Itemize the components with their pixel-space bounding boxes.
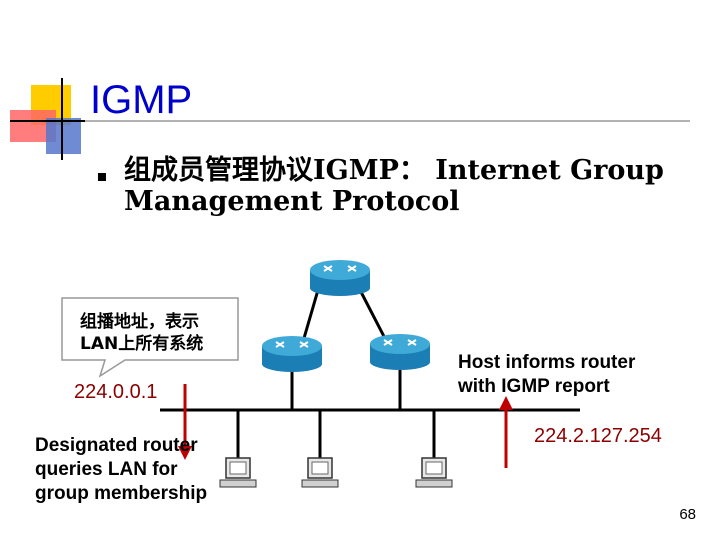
dr-note-line1: Designated router xyxy=(35,435,198,456)
host-computer-3-icon xyxy=(415,457,453,488)
callout-line1: 组播地址，表示 xyxy=(80,312,199,332)
multicast-address-all-systems: 224.0.0.1 xyxy=(74,381,158,403)
host-note-line2: with IGMP report xyxy=(458,376,610,397)
callout-line2: LAN上所有系统 xyxy=(80,334,204,354)
designated-router-note: Designated router queries LAN for group … xyxy=(35,434,207,506)
bullet-text-line2: Management Protocol xyxy=(124,186,460,217)
host-report-note: Host informs router with IGMP report xyxy=(458,351,635,399)
network-diagram xyxy=(61,260,580,488)
slide-title: IGMP xyxy=(90,78,193,122)
multicast-group-address: 224.2.127.254 xyxy=(534,425,662,447)
bullet-text: 组成员管理协议IGMP： Internet Group Management P… xyxy=(124,155,684,217)
query-arrow-down xyxy=(178,384,192,460)
callout-text: 组播地址，表示 LAN上所有系统 xyxy=(80,311,230,355)
router-right-icon xyxy=(370,334,430,370)
router-left-icon xyxy=(262,336,322,372)
host-computer-2-icon xyxy=(301,457,339,488)
host-note-line1: Host informs router xyxy=(458,352,636,373)
page-number: 68 xyxy=(679,506,696,523)
host-computer-1-icon xyxy=(219,457,257,488)
dr-note-line2: queries LAN for xyxy=(35,459,178,480)
bullet-text-line1: 组成员管理协议IGMP： Internet Group xyxy=(124,155,664,186)
report-arrow-up xyxy=(499,396,513,468)
title-ornament xyxy=(10,78,690,160)
ornament-blue-square xyxy=(46,118,81,154)
dr-note-line3: group membership xyxy=(35,483,208,504)
router-top-icon xyxy=(310,260,370,296)
bullet-marker xyxy=(98,173,106,181)
callout-box xyxy=(61,297,239,378)
